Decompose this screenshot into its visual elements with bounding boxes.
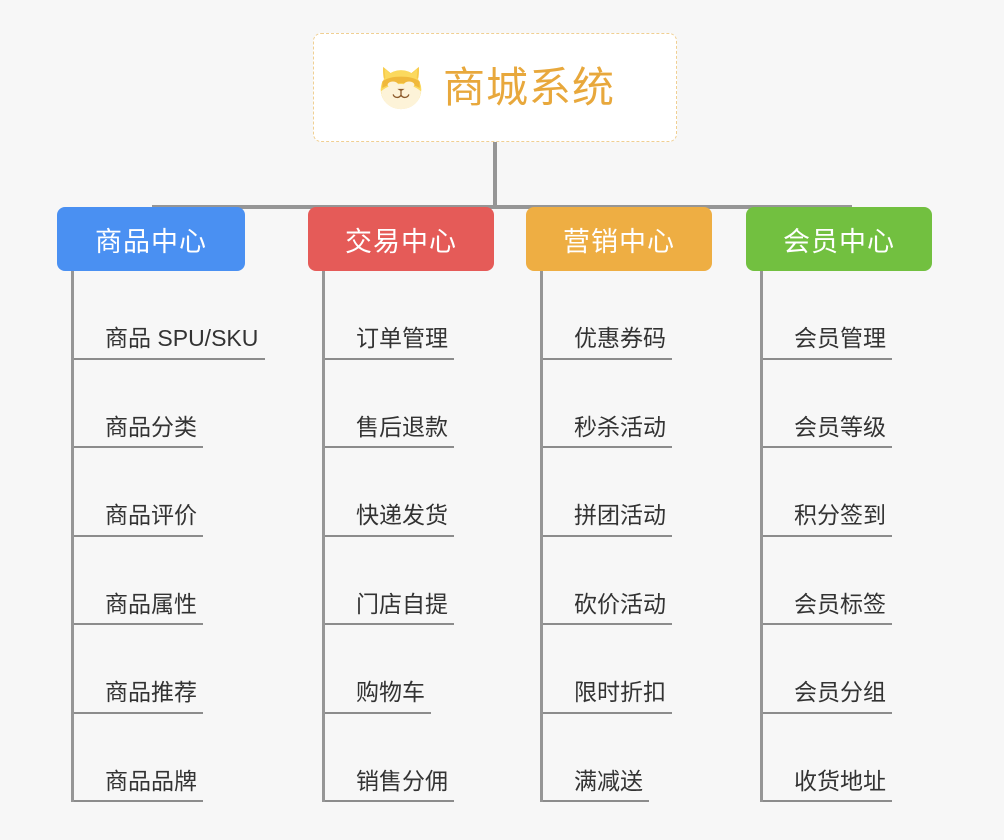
leaf-label: 购物车 [356,679,425,706]
leaf-label: 商品推荐 [105,679,197,706]
leaf-label: 商品品牌 [105,767,197,794]
category-column-trade: 交易中心 订单管理 售后退款 快递发货 门店自提 购物车 销售分佣 [308,207,494,802]
leaf-label: 商品 SPU/SKU [105,325,259,352]
root-node[interactable]: 商城系统 [313,33,677,142]
list-item[interactable]: 商品分类 [74,360,203,448]
leaf-label: 优惠券码 [574,325,666,352]
leaf-list-trade: 订单管理 售后退款 快递发货 门店自提 购物车 销售分佣 [322,271,494,802]
list-item[interactable]: 积分签到 [763,448,892,537]
leaf-label: 积分签到 [794,502,886,529]
category-header-marketing[interactable]: 营销中心 [526,207,712,271]
leaf-label: 售后退款 [356,413,448,440]
list-item[interactable]: 收货地址 [763,714,892,802]
shiba-inu-dog-icon [380,66,422,109]
list-item[interactable]: 优惠券码 [543,271,672,360]
list-item[interactable]: 商品品牌 [74,714,203,802]
list-item[interactable]: 限时折扣 [543,625,672,714]
list-item[interactable]: 会员标签 [763,537,892,625]
leaf-label: 满减送 [574,767,643,794]
category-header-member[interactable]: 会员中心 [746,207,932,271]
category-column-marketing: 营销中心 优惠券码 秒杀活动 拼团活动 砍价活动 限时折扣 满减送 [526,207,712,802]
list-item[interactable]: 满减送 [543,714,649,802]
leaf-label: 商品属性 [105,590,197,617]
category-header-trade[interactable]: 交易中心 [308,207,494,271]
list-item[interactable]: 购物车 [325,625,431,714]
leaf-label: 砍价活动 [574,590,666,617]
root-title: 商城系统 [442,63,615,111]
category-column-member: 会员中心 会员管理 会员等级 积分签到 会员标签 会员分组 收货地址 [746,207,932,802]
list-item[interactable]: 商品属性 [74,537,203,625]
category-column-product: 商品中心 商品 SPU/SKU 商品分类 商品评价 商品属性 商品推荐 商品品牌 [57,207,265,802]
leaf-label: 拼团活动 [574,502,666,529]
category-header-product[interactable]: 商品中心 [57,207,245,271]
list-item[interactable]: 订单管理 [325,271,454,360]
leaf-label: 商品分类 [105,413,197,440]
leaf-label: 会员等级 [794,413,886,440]
list-item[interactable]: 商品推荐 [74,625,203,714]
leaf-label: 秒杀活动 [574,413,666,440]
leaf-label: 订单管理 [356,325,448,352]
list-item[interactable]: 快递发货 [325,448,454,537]
leaf-label: 快递发货 [356,502,448,529]
leaf-label: 收货地址 [794,767,886,794]
leaf-list-marketing: 优惠券码 秒杀活动 拼团活动 砍价活动 限时折扣 满减送 [540,271,712,802]
leaf-label: 会员分组 [794,679,886,706]
list-item[interactable]: 秒杀活动 [543,360,672,448]
leaf-list-member: 会员管理 会员等级 积分签到 会员标签 会员分组 收货地址 [760,271,932,802]
list-item[interactable]: 销售分佣 [325,714,454,802]
leaf-label: 销售分佣 [356,767,448,794]
connector-horizontal-bar [152,205,852,209]
list-item[interactable]: 会员管理 [763,271,892,360]
leaf-label: 会员管理 [794,325,886,352]
leaf-label: 门店自提 [356,590,448,617]
list-item[interactable]: 商品评价 [74,448,203,537]
list-item[interactable]: 会员等级 [763,360,892,448]
list-item[interactable]: 商品 SPU/SKU [74,271,265,360]
connector-root-stem [493,142,497,208]
list-item[interactable]: 门店自提 [325,537,454,625]
list-item[interactable]: 砍价活动 [543,537,672,625]
list-item[interactable]: 售后退款 [325,360,454,448]
leaf-label: 商品评价 [105,502,197,529]
leaf-list-product: 商品 SPU/SKU 商品分类 商品评价 商品属性 商品推荐 商品品牌 [71,271,265,802]
leaf-label: 会员标签 [794,590,886,617]
leaf-label: 限时折扣 [574,679,666,706]
list-item[interactable]: 会员分组 [763,625,892,714]
list-item[interactable]: 拼团活动 [543,448,672,537]
